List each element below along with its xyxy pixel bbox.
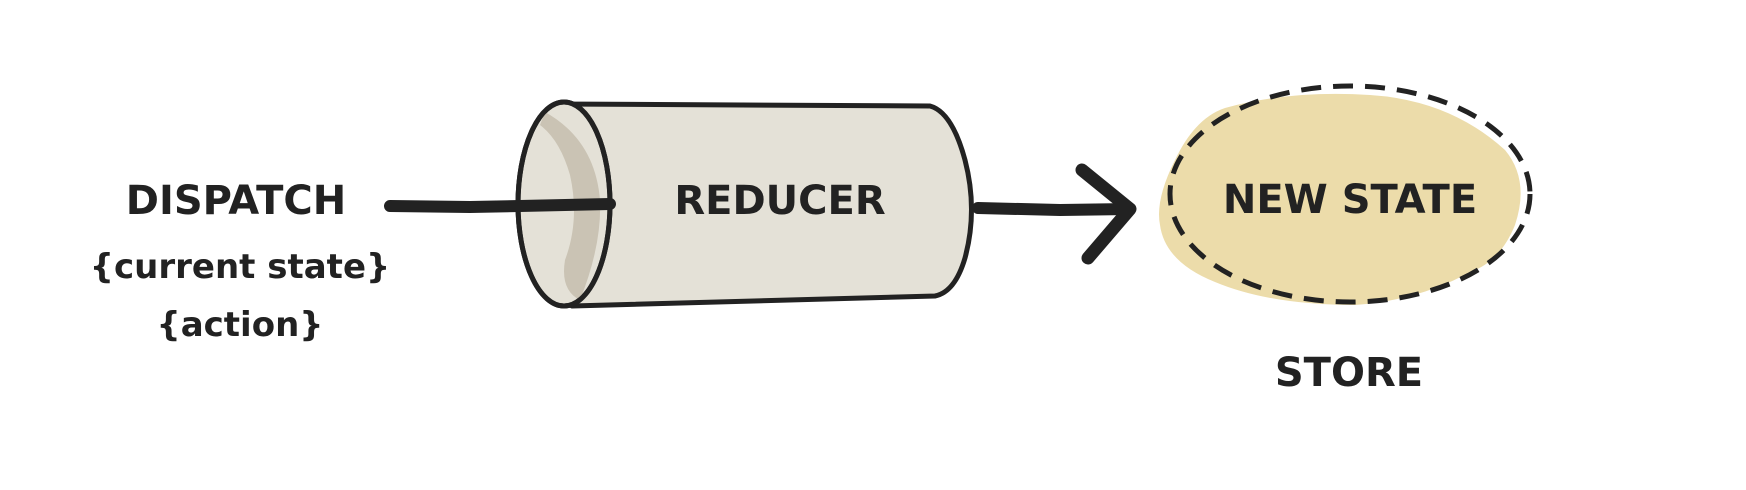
new-state-fill xyxy=(1159,93,1521,305)
output-arrow xyxy=(972,163,1137,265)
reducer-cylinder: REDUCER xyxy=(515,99,974,309)
current-state-label: {current state} xyxy=(90,247,390,287)
reducer-body xyxy=(552,101,974,309)
output-arrow-shaft xyxy=(972,202,1136,217)
action-label: {action} xyxy=(157,305,324,345)
dispatch-label: DISPATCH xyxy=(126,178,347,224)
input-arrow-line xyxy=(384,198,616,214)
store-label: STORE xyxy=(1275,350,1423,396)
reducer-inner-shade xyxy=(540,112,601,300)
output-arrowhead xyxy=(1075,163,1137,265)
reducer-label: REDUCER xyxy=(674,178,885,224)
new-state-store: NEW STATE xyxy=(1159,83,1533,305)
dispatch-block: DISPATCH {current state} {action} xyxy=(90,178,390,345)
new-state-dashed-outline xyxy=(1167,83,1533,305)
new-state-label: NEW STATE xyxy=(1223,177,1477,223)
